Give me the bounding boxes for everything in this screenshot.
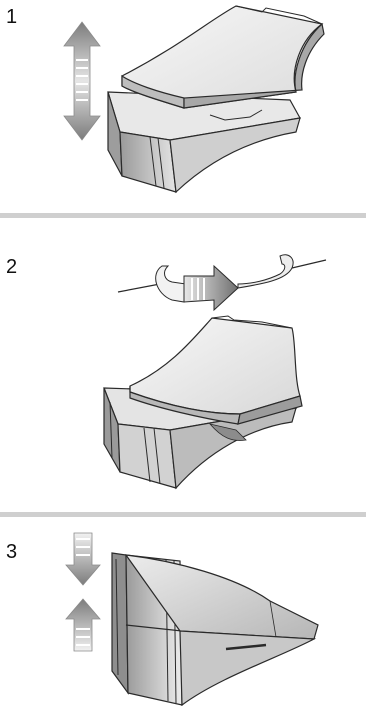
double-arrow-vertical-icon bbox=[64, 22, 100, 140]
step-3-illustration bbox=[0, 517, 366, 706]
step-2-illustration bbox=[0, 218, 366, 508]
step-2-panel: 2 bbox=[0, 218, 366, 508]
rotate-arrow-icon bbox=[118, 255, 326, 310]
assembled-stand bbox=[112, 553, 318, 705]
step-1-illustration bbox=[0, 0, 366, 212]
lower-stand-piece bbox=[108, 92, 300, 192]
step-3-panel: 3 bbox=[0, 517, 366, 706]
inward-arrows-icon bbox=[66, 533, 100, 651]
step-1-panel: 1 bbox=[0, 0, 366, 212]
upper-stand-piece bbox=[122, 6, 324, 108]
